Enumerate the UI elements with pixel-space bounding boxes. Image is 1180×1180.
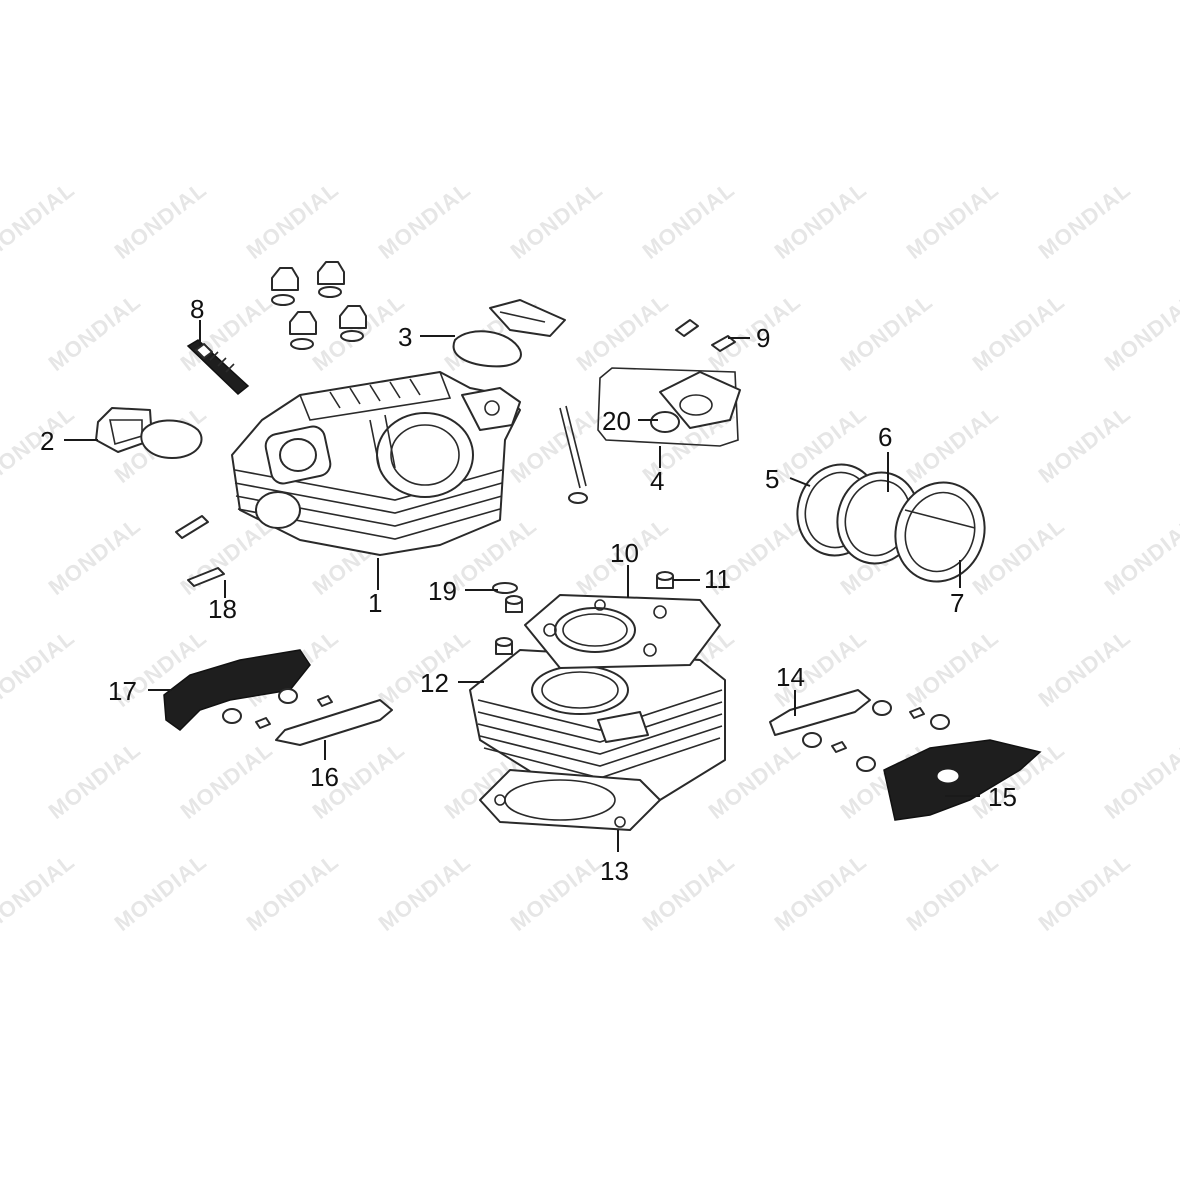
watermark-text: MONDIAL — [1034, 625, 1136, 712]
watermark-text: MONDIAL — [1034, 401, 1136, 488]
callout-11: 11 — [704, 564, 731, 594]
head-gasket-part — [524, 594, 721, 669]
callout-15: 15 — [988, 782, 1017, 812]
callout-18: 18 — [208, 594, 237, 624]
callout-10: 10 — [610, 538, 639, 568]
spark-plug-part — [186, 339, 250, 395]
watermark-text: MONDIAL — [704, 289, 806, 376]
watermark-text: MONDIAL — [1034, 177, 1136, 264]
watermark-text: MONDIAL — [44, 513, 146, 600]
callout-19: 19 — [428, 576, 457, 606]
watermark-text: MONDIAL — [506, 401, 608, 488]
callout-9: 9 — [756, 323, 770, 353]
callout-7: 7 — [950, 588, 964, 618]
watermark-text: MONDIAL — [638, 849, 740, 936]
callout-1: 1 — [368, 588, 382, 618]
dowel-pins-part — [175, 515, 225, 587]
cylinder-block-part — [469, 649, 726, 801]
watermark-text: MONDIAL — [902, 177, 1004, 264]
watermark-text: MONDIAL — [770, 849, 872, 936]
valve-cover-gasket-part — [452, 299, 566, 368]
callout-13: 13 — [600, 856, 629, 886]
callout-labels: 1 2 3 4 5 6 7 8 9 10 11 12 13 14 15 16 1… — [40, 294, 1017, 886]
watermark-text: MONDIAL — [242, 849, 344, 936]
watermark-text: MONDIAL — [374, 849, 476, 936]
callout-5: 5 — [765, 464, 779, 494]
head-nuts-part — [271, 261, 367, 350]
cylinder-head-part — [231, 371, 521, 556]
watermark-text: MONDIAL — [44, 289, 146, 376]
watermark-text: MONDIAL — [1100, 289, 1180, 376]
watermark-text: MONDIAL — [0, 625, 79, 712]
callout-8: 8 — [190, 294, 204, 324]
callout-12: 12 — [420, 668, 449, 698]
watermark-text: MONDIAL — [110, 849, 212, 936]
watermark-text: MONDIAL — [1100, 737, 1180, 824]
piston-ring-set-part — [796, 463, 986, 583]
watermark-text: MONDIAL — [1100, 513, 1180, 600]
callout-6: 6 — [878, 422, 892, 452]
leader-lines — [64, 320, 980, 852]
watermark-text: MONDIAL — [902, 625, 1004, 712]
watermark-text: MONDIAL — [0, 849, 79, 936]
watermark-text: MONDIAL — [968, 289, 1070, 376]
watermark-text: MONDIAL — [0, 177, 79, 264]
callout-20: 20 — [602, 406, 631, 436]
watermark-text: MONDIAL — [44, 737, 146, 824]
right-bracket-part — [769, 689, 1042, 821]
callout-14: 14 — [776, 662, 805, 692]
left-bracket-part — [163, 649, 393, 746]
watermark-text: MONDIAL — [770, 177, 872, 264]
watermark-text: MONDIAL — [1034, 849, 1136, 936]
watermark-text: MONDIAL — [176, 737, 278, 824]
watermark-text: MONDIAL — [902, 849, 1004, 936]
watermark-text: MONDIAL — [836, 289, 938, 376]
watermark-text: MONDIAL — [506, 177, 608, 264]
watermark-text: MONDIAL — [374, 177, 476, 264]
callout-4: 4 — [650, 466, 664, 496]
watermark-text: MONDIAL — [638, 177, 740, 264]
watermark-text: MONDIAL — [506, 849, 608, 936]
watermark-text: MONDIAL — [902, 401, 1004, 488]
callout-2: 2 — [40, 426, 54, 456]
callout-3: 3 — [398, 322, 412, 352]
long-stud-part — [559, 405, 588, 504]
callout-17: 17 — [108, 676, 137, 706]
base-gasket-part — [479, 769, 661, 831]
callout-16: 16 — [310, 762, 339, 792]
intake-manifold-group — [597, 367, 741, 447]
small-bolts-part — [675, 319, 736, 352]
watermark-text: MONDIAL — [572, 289, 674, 376]
watermark-text: MONDIAL — [110, 177, 212, 264]
side-cover-gasket-part — [95, 407, 203, 459]
watermark-text: MONDIAL — [242, 177, 344, 264]
cylinder-dowels-part — [492, 571, 674, 655]
